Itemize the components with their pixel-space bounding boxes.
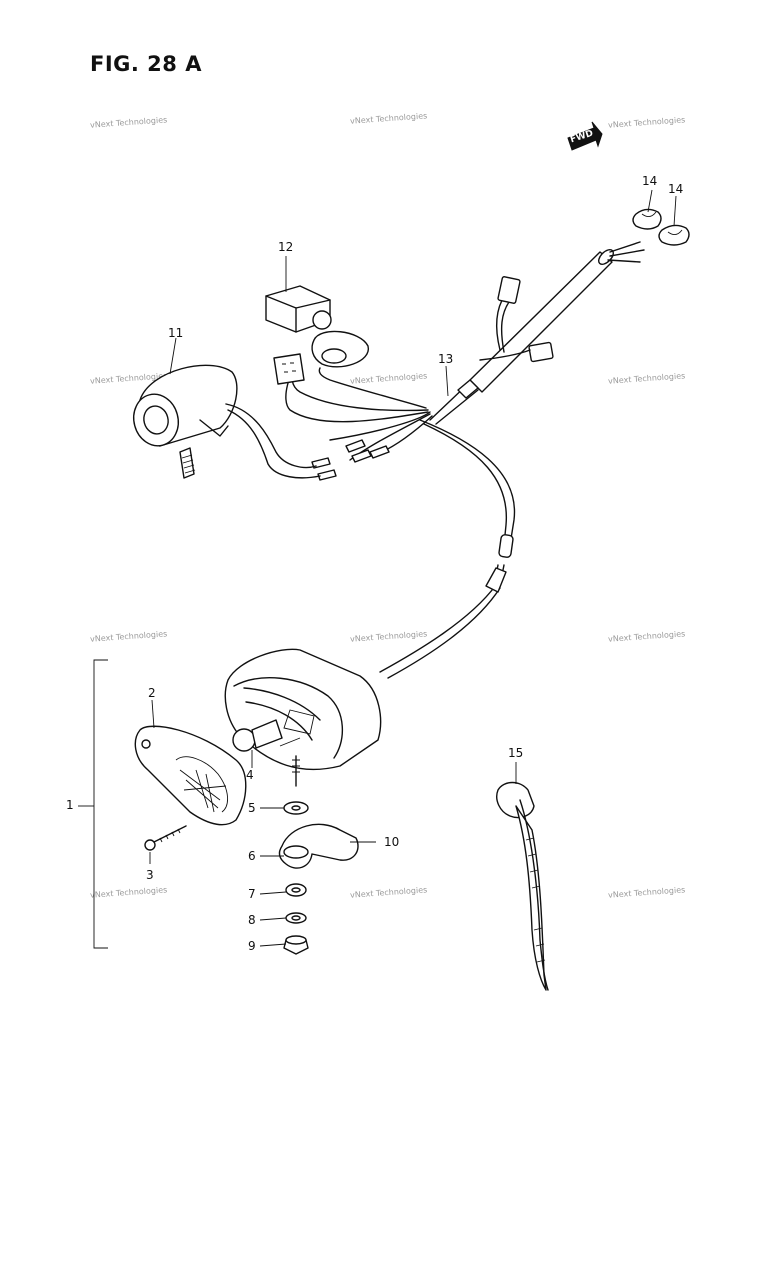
mounting-hardware — [278, 755, 359, 955]
callout-2: 2 — [148, 686, 156, 700]
fwd-arrow-icon — [567, 121, 603, 151]
collar-part-6 — [283, 845, 309, 859]
callout-1: 1 — [66, 798, 74, 812]
callout-14: 14 — [642, 174, 658, 188]
callout-12: 12 — [278, 240, 294, 254]
callout-13: 13 — [438, 352, 454, 366]
callout-11: 11 — [168, 326, 184, 340]
grommet-part-14 — [632, 208, 690, 246]
callout-8: 8 — [248, 913, 256, 927]
figure-title: FIG. 28 A — [90, 52, 202, 76]
callout-7: 7 — [248, 887, 256, 901]
bulb-part-4 — [232, 719, 283, 752]
cable-band-part-15 — [496, 781, 549, 991]
flasher-relay-part-12 — [265, 285, 369, 385]
tail-light-housing — [224, 648, 382, 771]
callout-5: 5 — [248, 801, 256, 815]
lamp-part-11 — [133, 364, 321, 479]
callout-9: 9 — [248, 939, 256, 953]
wiring-harness-part-13 — [285, 241, 645, 679]
callout-14: 14 — [668, 182, 684, 196]
callout-10: 10 — [384, 835, 400, 849]
callout-3: 3 — [146, 868, 154, 882]
callout-15: 15 — [508, 746, 524, 760]
callout-6: 6 — [248, 849, 256, 863]
leader-lines — [78, 189, 677, 949]
screw-part-3 — [144, 825, 187, 851]
callout-4: 4 — [246, 768, 254, 782]
lens-part-2 — [134, 725, 247, 826]
